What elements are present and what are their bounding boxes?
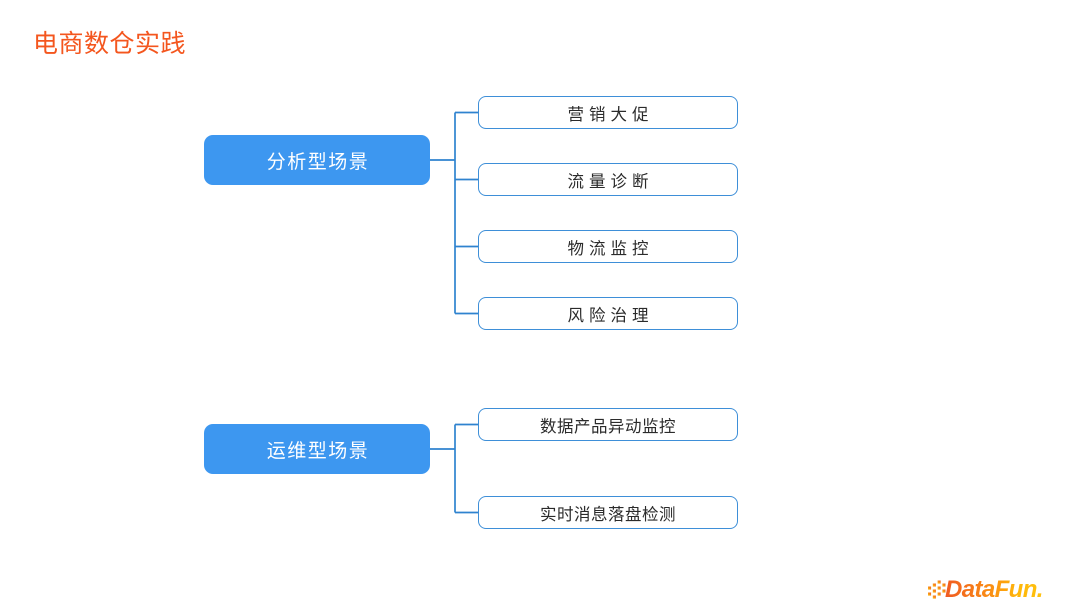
category-box-analytical[interactable]: 分析型场景 (204, 135, 430, 185)
logo-wordmark: DataFun. (945, 576, 1043, 603)
item-box-traffic-diagnosis[interactable]: 流量诊断 (478, 163, 738, 196)
item-box-risk-governance[interactable]: 风险治理 (478, 297, 738, 330)
datafun-logo: DataFun. (928, 572, 1060, 604)
page-title: 电商数仓实践 (33, 30, 187, 58)
item-box-marketing-promotion[interactable]: 营销大促 (478, 96, 738, 129)
item-box-realtime-message-persistence-check[interactable]: 实时消息落盘检测 (478, 496, 738, 529)
datafun-logo-mark: DataFun. (928, 576, 1043, 603)
category-box-operational[interactable]: 运维型场景 (204, 424, 430, 474)
item-box-data-product-anomaly-monitoring[interactable]: 数据产品异动监控 (478, 408, 738, 441)
logo-dots-icon (928, 580, 946, 599)
item-box-logistics-monitoring[interactable]: 物流监控 (478, 230, 738, 263)
